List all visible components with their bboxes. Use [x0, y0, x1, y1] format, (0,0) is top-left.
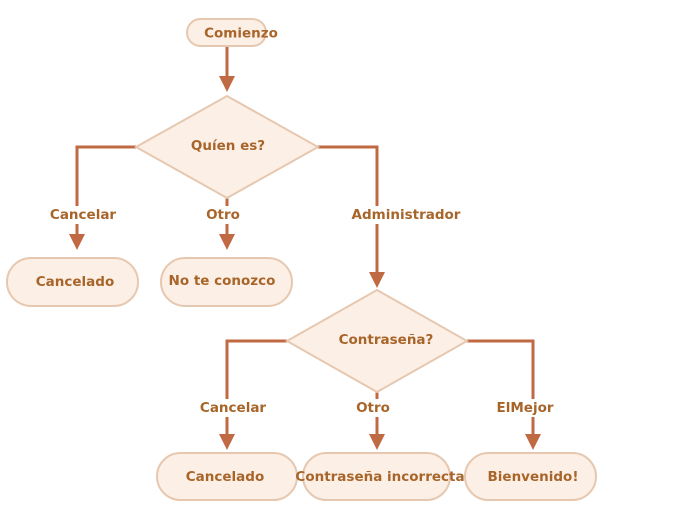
unknown-node-label: No te conozco: [169, 273, 276, 289]
cancelled-node-1: [6, 257, 139, 307]
decision-who: [133, 94, 321, 200]
edge-who-to-password: [318, 145, 379, 272]
edge-label-bg: [350, 206, 462, 224]
decision-password-label: Contraseña?: [339, 332, 434, 348]
cancelled-node-2: [156, 452, 298, 501]
arrowhead-password-to-cancelado: [219, 434, 235, 450]
welcome-node: [464, 452, 597, 501]
welcome-node-label: Bienvenido!: [488, 469, 579, 485]
edge-password-to-cancelado: [225, 339, 287, 434]
arrowhead-who-to-cancelado: [69, 234, 85, 250]
arrowhead-who-to-password: [369, 272, 385, 288]
edge-label-bg: [48, 206, 118, 224]
arrowhead-who-to-no-te-conozco: [219, 234, 235, 250]
edge-label-who-admin: Administrador: [352, 207, 461, 223]
arrowhead-password-to-incorrect: [369, 434, 385, 450]
edge-label-bg: [203, 206, 243, 224]
cancelled-node-1-label: Cancelado: [36, 274, 114, 290]
edge-label-bg: [353, 399, 393, 417]
edge-who-to-cancelado: [75, 145, 136, 234]
wrong-password-node: [302, 452, 451, 501]
flowchart-edge-labels: Cancelar Otro Administrador Cancelar Otr…: [48, 206, 556, 417]
cancelled-node-2-label: Cancelado: [186, 469, 264, 485]
wrong-password-node-label: Contraseña incorrecta: [295, 469, 464, 485]
edge-label-bg: [494, 399, 556, 417]
edge-label-bg: [198, 399, 268, 417]
decision-who-label: Quíen es?: [191, 138, 265, 154]
edge-label-who-cancel: Cancelar: [50, 207, 117, 223]
edge-label-pw-cancel: Cancelar: [200, 400, 267, 416]
edge-label-who-other: Otro: [206, 207, 240, 223]
edge-label-pw-best: ElMejor: [497, 400, 554, 416]
decision-password: [284, 288, 470, 394]
arrowhead-password-to-welcome: [525, 434, 541, 450]
flowchart-nodes: Comienzo Quíen es? Cancelado No te conoz…: [6, 18, 597, 501]
start-node: [186, 18, 267, 47]
flowchart-edges: [69, 47, 541, 450]
edge-password-to-welcome: [467, 339, 535, 434]
start-node-label: Comienzo: [204, 26, 278, 42]
unknown-node: [160, 257, 293, 307]
edge-label-pw-other: Otro: [356, 400, 390, 416]
arrowhead-start-to-who: [219, 76, 235, 92]
